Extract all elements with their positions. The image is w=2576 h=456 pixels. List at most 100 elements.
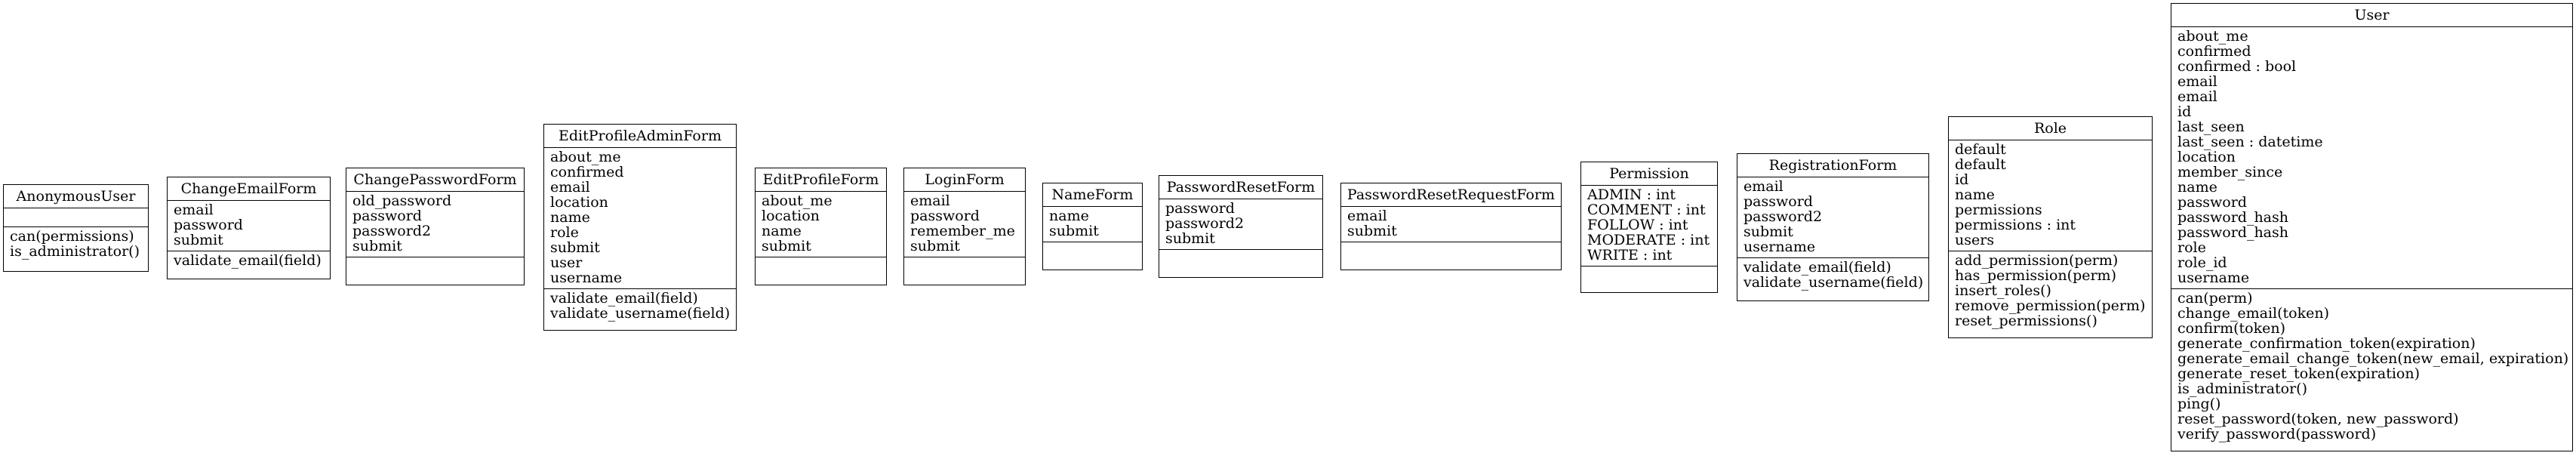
attribute: submit (762, 238, 811, 254)
attribute: id (1955, 171, 1969, 188)
attribute: email (2177, 88, 2217, 105)
method: change_email(token) (2177, 305, 2329, 322)
method: verify_password(password) (2177, 426, 2377, 442)
class-methods (1581, 267, 1717, 292)
class-methods: can(perm)change_email(token)confirm(toke… (2171, 289, 2572, 451)
attribute: id (2177, 103, 2192, 120)
attribute: username (1743, 239, 1816, 255)
method: insert_roles() (1955, 282, 2051, 299)
attribute: role (550, 224, 579, 241)
class-name: PasswordResetRequestForm (1341, 183, 1561, 207)
attribute: name (762, 223, 802, 239)
attribute: permissions (1955, 202, 2042, 218)
attribute: password2 (352, 223, 432, 239)
attribute: confirmed : bool (2177, 58, 2297, 75)
attribute: default (1955, 141, 2006, 158)
class-methods: can(permissions)is_administrator() (4, 227, 148, 271)
attribute: submit (910, 238, 960, 254)
attribute: password (2177, 194, 2247, 211)
class-attributes (4, 208, 148, 227)
method: can(permissions) (10, 228, 134, 245)
method: validate_username(field) (550, 305, 731, 322)
attribute: submit (352, 238, 402, 254)
class-name: NameForm (1043, 183, 1142, 207)
attribute: confirmed (2177, 43, 2251, 60)
class-name: ChangeEmailForm (168, 177, 330, 201)
attribute: email (550, 179, 590, 196)
attribute: user (550, 254, 583, 271)
class-methods (1043, 242, 1142, 270)
attribute: password (1165, 200, 1235, 217)
class-methods: validate_email(field)validate_username(f… (1737, 258, 1928, 300)
attribute: permissions : int (1955, 217, 2076, 233)
attribute: MODERATE : int (1587, 232, 1710, 248)
attribute: password_hash (2177, 209, 2288, 226)
class-name: User (2171, 4, 2572, 27)
attribute: member_since (2177, 164, 2283, 180)
attribute: old_password (352, 193, 452, 209)
attribute: last_seen (2177, 119, 2245, 135)
attribute: ADMIN : int (1587, 186, 1676, 203)
method: validate_email(field) (550, 290, 698, 307)
attribute: submit (550, 239, 600, 256)
class-name: ChangePasswordForm (346, 168, 524, 192)
method: is_administrator() (10, 243, 140, 260)
attribute: role_id (2177, 254, 2227, 271)
class-name: EditProfileAdminForm (544, 125, 736, 148)
class-name: LoginForm (904, 168, 1025, 192)
class-name: RegistrationForm (1737, 154, 1928, 177)
class-methods: validate_email(field) (168, 251, 330, 279)
class-methods: add_permission(perm)has_permission(perm)… (1949, 251, 2152, 337)
attribute: email (174, 202, 214, 218)
attribute: name (1049, 208, 1089, 224)
class-methods (1159, 250, 1322, 277)
attribute: password (352, 208, 422, 224)
attribute: password2 (1165, 215, 1245, 232)
attribute: name (550, 209, 590, 226)
attribute: WRITE : int (1587, 247, 1673, 263)
method: reset_password(token, new_password) (2177, 411, 2459, 427)
class-methods (346, 257, 524, 285)
method: validate_email(field) (174, 252, 322, 269)
class-name: Permission (1581, 162, 1717, 186)
attribute: confirmed (550, 164, 624, 180)
attribute: COMMENT : int (1587, 202, 1706, 218)
method: remove_permission(perm) (1955, 297, 2146, 314)
attribute: email (910, 193, 950, 209)
attribute: submit (1347, 223, 1397, 239)
attribute: location (2177, 149, 2236, 165)
attribute: submit (1165, 230, 1215, 247)
attribute: remember_me (910, 223, 1015, 239)
method: reset_permissions() (1955, 313, 2097, 329)
attribute: name (2177, 179, 2217, 196)
method: add_permission(perm) (1955, 252, 2119, 269)
method: confirm(token) (2177, 320, 2285, 337)
method: validate_email(field) (1743, 259, 1891, 276)
attribute: name (1955, 186, 1995, 203)
class-methods: validate_email(field)validate_username(f… (544, 289, 736, 330)
attribute: FOLLOW : int (1587, 217, 1688, 233)
class-methods (756, 257, 886, 285)
attribute: password2 (1743, 208, 1823, 225)
